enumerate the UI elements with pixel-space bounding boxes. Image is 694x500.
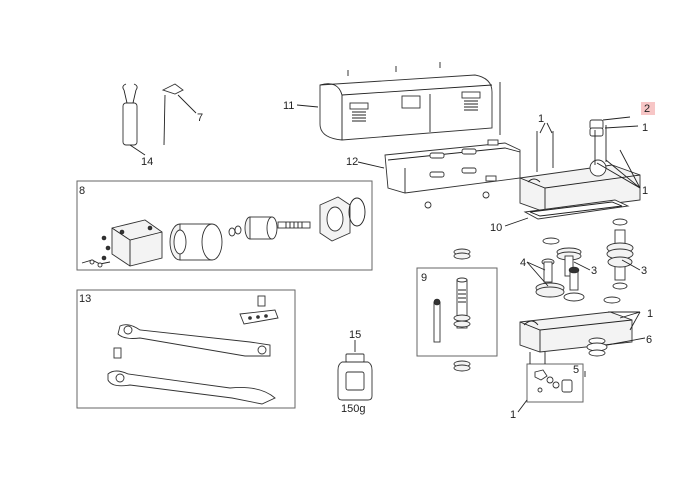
label-1-upper-housing: 1	[642, 185, 648, 197]
label-3-left: 3	[591, 265, 597, 277]
group-box-9	[416, 267, 498, 357]
label-4: 4	[520, 257, 526, 269]
label-9: 9	[421, 272, 427, 284]
grease-jar-part-15	[337, 340, 373, 401]
label-5: 5	[573, 364, 579, 376]
label-15: 15	[349, 329, 361, 341]
label-8: 8	[79, 185, 85, 197]
label-13: 13	[79, 293, 91, 305]
gear-train-parts-3-4	[526, 218, 641, 304]
group-box-13	[76, 289, 296, 409]
bracket-part-12	[357, 139, 521, 209]
label-12: 12	[346, 156, 358, 168]
limit-bracket-part-5	[517, 369, 586, 413]
capacitor-part-14	[122, 83, 146, 156]
label-3-right: 3	[641, 265, 647, 277]
label-1-lower-housing: 1	[647, 308, 653, 320]
shaft-assembly-part-9	[433, 248, 471, 372]
gearbox-lower-housing	[519, 311, 646, 364]
highlight-box	[641, 102, 655, 115]
label-1-seal: 1	[642, 122, 648, 134]
arm-assembly-part-13	[107, 295, 279, 405]
label-11: 11	[283, 100, 294, 112]
label-14: 14	[141, 156, 153, 168]
label-1-screws: 1	[538, 113, 544, 125]
label-10: 10	[490, 222, 502, 234]
label-1-bracket: 1	[510, 409, 516, 421]
release-key-part-7	[161, 83, 197, 146]
group-box-8	[76, 180, 373, 271]
cover-part-11	[296, 62, 501, 141]
label-6: 6	[646, 334, 652, 346]
motor-assembly-part-8	[81, 196, 366, 268]
group-box-5	[526, 363, 584, 403]
gasket-part-10	[504, 199, 630, 227]
label-7: 7	[197, 112, 203, 124]
label-2: 2	[644, 103, 650, 115]
grease-weight-label: 150g	[341, 403, 365, 415]
